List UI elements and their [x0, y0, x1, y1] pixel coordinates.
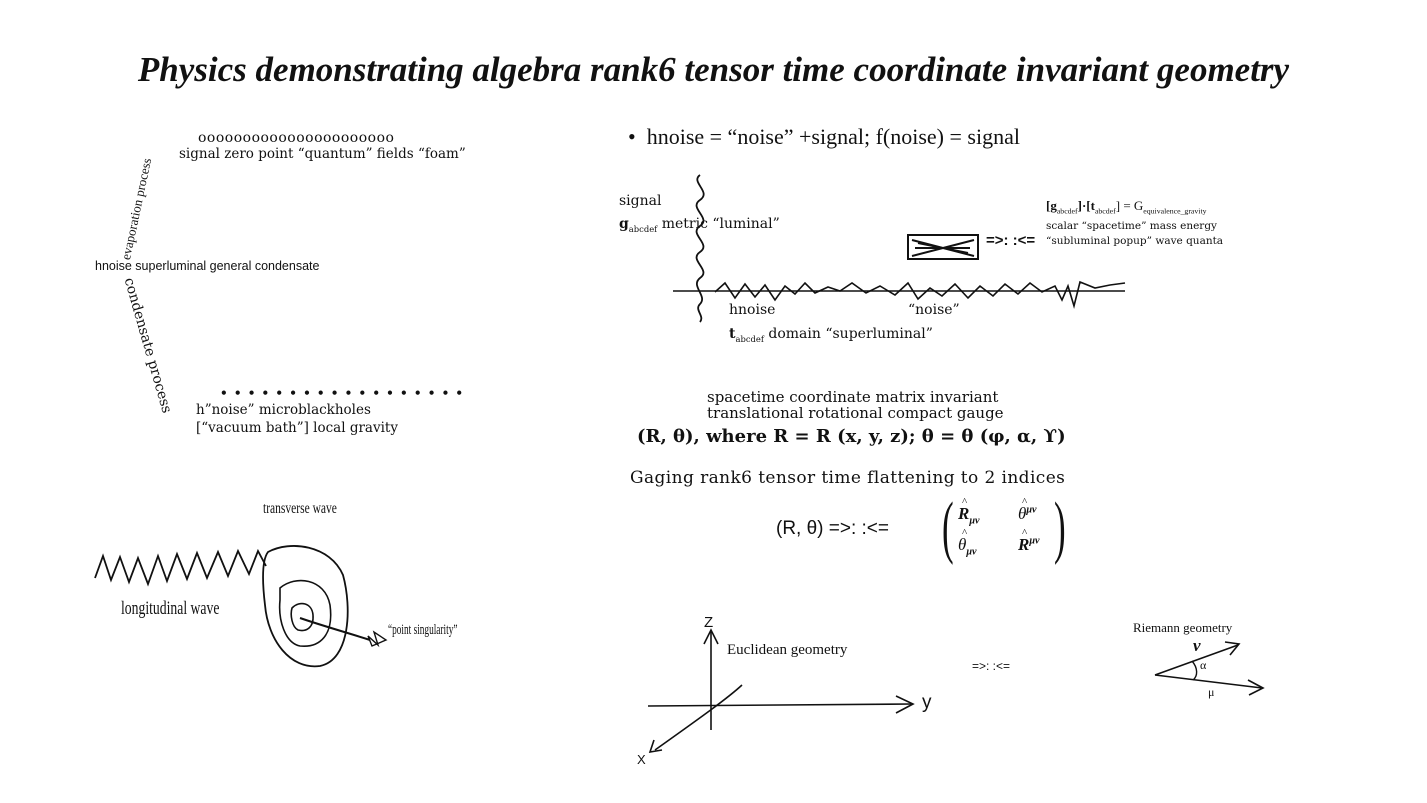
bullet-item: • hnoise = “noise” +signal; f(noise) = s…: [628, 124, 1020, 150]
riemann-angle-arc: [1191, 660, 1198, 681]
euclidean-label: Euclidean geometry: [727, 642, 848, 658]
metric-luminal-text: metric “luminal”: [657, 216, 780, 232]
scalar-mass-energy-label: scalar “spacetime” mass energy: [1046, 220, 1217, 232]
riemann-mu-ray: [1154, 674, 1263, 689]
transverse-wave-label: transverse wave: [263, 500, 337, 517]
m12-hat: ^: [1022, 496, 1028, 508]
axis-y: [647, 703, 913, 707]
popup-quanta-scribble: [911, 239, 975, 257]
nu-symbol: ν: [1193, 636, 1201, 655]
m12-symbol: θ: [1018, 504, 1027, 523]
eq-end: ] = G: [1115, 198, 1144, 213]
matrix-right-paren: ): [1054, 489, 1066, 566]
microblackhole-dots: • • • • • • • • • • • • • • • • • •: [220, 386, 465, 400]
domain-t-subscript: abcdef: [735, 333, 764, 344]
axis-x: [654, 684, 743, 751]
noise-wave: [714, 280, 1126, 310]
metric-luminal-label: gabcdef metric “luminal”: [619, 216, 780, 234]
matrix-theta-lower: θμν: [958, 535, 977, 557]
signal-label: signal: [619, 193, 662, 209]
domain-superluminal-text: domain “superluminal”: [763, 326, 933, 342]
domain-superluminal-label: tabcdef domain “superluminal”: [729, 326, 933, 344]
m11-sub: μν: [969, 515, 980, 527]
axis-z-label: Z: [704, 614, 714, 631]
axis-x-arrowhead: [648, 739, 663, 754]
eq-t-sub: abcdef: [1094, 206, 1116, 216]
microblackholes-label: h”noise” microblackholes: [196, 402, 371, 418]
alpha-symbol: α: [1200, 658, 1207, 672]
gravity-equivalence-equation: [gabcdef]·[tabcdef] = Gequivalence_gravi…: [1046, 198, 1207, 216]
point-singularity-label: “point singularity”: [388, 622, 458, 638]
mu-symbol: μ: [1208, 685, 1215, 699]
hnoise-label: hnoise: [729, 302, 776, 318]
gaging-matrix: ( ) ^ Rμν ^ θμν ^ θμν ^ Rμν: [942, 489, 1072, 566]
invariant-formula: (R, θ), where R = R (x, y, z); θ = θ (φ,…: [637, 426, 1066, 447]
transverse-wave-core-loop: [290, 602, 314, 632]
bullet-text: hnoise = “noise” +signal; f(noise) = sig…: [646, 124, 1020, 149]
m11-hat: ^: [962, 496, 968, 508]
bullet-marker: •: [628, 124, 636, 149]
longitudinal-wave-zigzag: [94, 548, 267, 587]
signal-foam-label: signal zero point “quantum” fields “foam…: [179, 146, 466, 162]
geometry-transition-arrow: =>: :<=: [972, 659, 1011, 673]
matrix-theta-upper: θμν: [1018, 504, 1037, 524]
axis-z-arrowhead: [703, 628, 719, 645]
eq-g-sub: abcdef: [1056, 206, 1078, 216]
quantum-foam-dots: oooooooooooooooooooooo: [198, 130, 395, 146]
invariant-line-2: translational rotational compact gauge: [707, 404, 1004, 422]
gaging-heading: Gaging rank6 tensor time flattening to 2…: [630, 468, 1066, 488]
axis-x-label: X: [637, 752, 646, 767]
noise-label: “noise”: [908, 302, 960, 318]
eq-mid: ]·[t: [1077, 198, 1095, 213]
m21-sub: μν: [966, 546, 977, 558]
riemann-label: Riemann geometry: [1133, 620, 1233, 635]
axis-y-arrowhead: [895, 695, 915, 714]
vacuum-bath-label: [“vacuum bath”] local gravity: [196, 420, 398, 436]
m22-sup: μν: [1029, 535, 1040, 547]
eq-g: [g: [1046, 198, 1057, 213]
subluminal-popup-label: “subluminal popup” wave quanta: [1046, 235, 1224, 247]
popup-quanta-box: [907, 234, 979, 260]
invariant-line-1: spacetime coordinate matrix invariant: [707, 388, 999, 406]
m21-symbol: θ: [958, 535, 967, 554]
m21-hat: ^: [962, 527, 968, 539]
m22-symbol: R: [1018, 535, 1030, 554]
metric-g-symbol: g: [619, 216, 629, 232]
riemann-mu-arrowhead: [1247, 679, 1265, 696]
condensate-center-label: hnoise superluminal general condensate: [95, 259, 320, 273]
eq-G-sub: equivalence_gravity: [1143, 206, 1207, 216]
axis-y-label: y: [922, 692, 932, 713]
transverse-wave-outer-loop: [262, 545, 349, 668]
popup-arrow-symbol: =>: :<=: [986, 232, 1036, 249]
transverse-wave-inner-loop: [278, 579, 332, 647]
matrix-r-lower: Rμν: [958, 504, 980, 526]
m22-hat: ^: [1022, 527, 1028, 539]
gaging-lhs: (R, θ) =>: :<=: [776, 518, 889, 539]
matrix-r-upper: Rμν: [1018, 535, 1040, 555]
riemann-nu-ray: [1154, 644, 1239, 676]
matrix-left-paren: (: [942, 489, 954, 566]
signal-wave: [695, 174, 705, 323]
slide-title: Physics demonstrating algebra rank6 tens…: [137, 50, 1290, 89]
metric-g-subscript: abcdef: [628, 223, 658, 234]
m11-symbol: R: [958, 504, 970, 523]
singularity-tail: [299, 617, 371, 641]
longitudinal-wave-label: longitudinal wave: [121, 598, 220, 619]
riemann-nu-arrowhead: [1224, 641, 1241, 656]
m12-sup: μν: [1026, 504, 1037, 516]
domain-t-symbol: t: [729, 326, 736, 342]
singularity-scribble: [367, 630, 388, 648]
